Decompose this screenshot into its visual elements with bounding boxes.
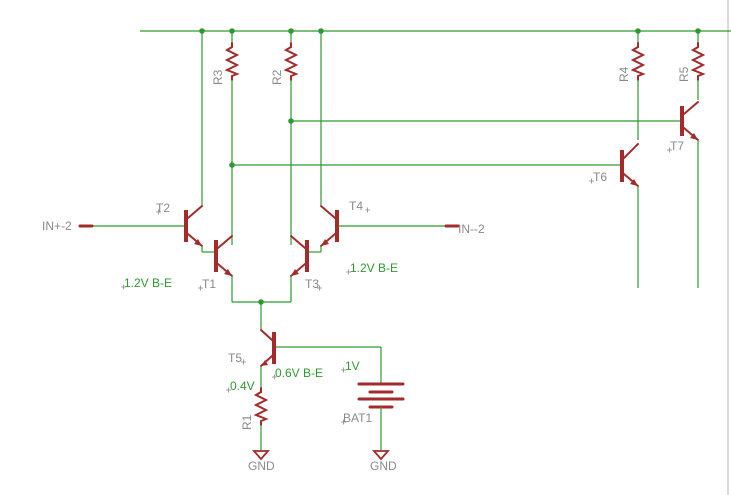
- label-r2: R2: [270, 69, 284, 85]
- note-v-r1: 0.4V: [230, 379, 255, 393]
- transistor-t6: [620, 143, 639, 288]
- transistor-t3: [290, 235, 309, 302]
- resistor-r1: [253, 387, 269, 450]
- note-vbe-t5: 0.6V B-E: [275, 366, 323, 380]
- label-bat1: BAT1: [343, 411, 372, 425]
- note-vbe-right: 1.2V B-E: [350, 261, 398, 275]
- label-gnd-right: GND: [370, 459, 397, 473]
- label-in-plus: IN+-2: [42, 219, 72, 233]
- note-vbe-left: 1.2V B-E: [124, 276, 172, 290]
- label-t4: T4: [349, 199, 363, 213]
- battery-bat1: [357, 382, 405, 450]
- label-r4: R4: [617, 66, 631, 82]
- label-t1: T1: [202, 277, 216, 291]
- transistor-t7: [680, 101, 699, 288]
- label-r1: R1: [240, 414, 254, 430]
- ground-icon: [252, 450, 270, 461]
- label-gnd-left: GND: [248, 459, 275, 473]
- resistor-r3: [224, 31, 240, 245]
- label-t7: T7: [670, 139, 684, 153]
- label-r5: R5: [677, 66, 691, 82]
- transistor-t5: [260, 329, 276, 388]
- resistor-r4: [630, 31, 646, 140]
- transistor-t4: [307, 205, 339, 253]
- note-v-bat: 1V: [345, 359, 360, 373]
- label-r3: R3: [211, 69, 225, 85]
- resistor-r5: [690, 31, 706, 100]
- label-t2: T2: [156, 201, 170, 215]
- resistor-r2: [283, 31, 299, 245]
- junction: [229, 162, 235, 168]
- label-t3: T3: [305, 277, 319, 291]
- ground-icon: [372, 450, 390, 461]
- transistor-t1: [214, 235, 233, 302]
- label-t6: T6: [593, 170, 607, 184]
- label-t5: T5: [228, 351, 242, 365]
- junction: [288, 118, 294, 124]
- origin-markers: [121, 147, 672, 425]
- transistor-t2: [184, 205, 216, 253]
- label-in-minus: IN--2: [458, 222, 485, 236]
